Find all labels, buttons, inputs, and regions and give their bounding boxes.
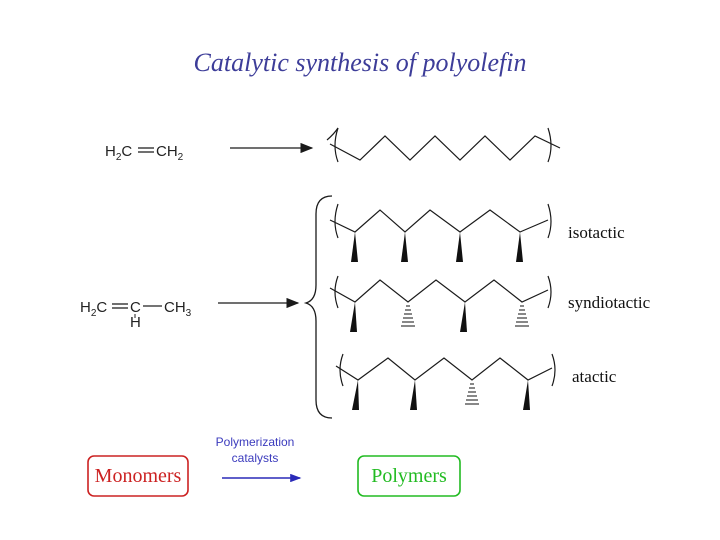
tacticity-brace xyxy=(303,195,333,419)
atactic-chain xyxy=(335,353,556,410)
syndiotactic-wedge-1 xyxy=(350,302,357,332)
syndiotactic-hash-bonds xyxy=(401,305,529,327)
atactic-hash-bond xyxy=(465,383,479,405)
polymers-box xyxy=(357,455,461,497)
polymers-label: Polymers xyxy=(371,465,447,487)
isotactic-wedge-3 xyxy=(456,232,463,262)
isotactic-wedge-2 xyxy=(401,232,408,262)
atactic-wedge-2 xyxy=(410,380,417,410)
svg-text:H2C: H2C xyxy=(80,299,107,319)
atactic-wedge-1 xyxy=(352,380,359,410)
monomers-box xyxy=(87,455,189,497)
isotactic-wedge-1 xyxy=(351,232,358,262)
propylene-left-h: H xyxy=(80,299,91,316)
label-isotactic: isotactic xyxy=(568,223,625,242)
monomers-label: Monomers xyxy=(95,465,182,487)
propylene-left-c: C xyxy=(96,299,107,316)
propylene-center-h: H xyxy=(130,314,141,331)
page-title: Catalytic synthesis of polyolefin xyxy=(193,48,527,77)
syndiotactic-wedge-2 xyxy=(460,302,467,332)
svg-text:CH3: CH3 xyxy=(164,299,192,319)
atactic-wedge-3 xyxy=(523,380,530,410)
isotactic-wedge-4 xyxy=(516,232,523,262)
ethylene-right-ch: CH xyxy=(156,143,178,160)
polyethylene-chain xyxy=(326,127,561,163)
propylene-left-sub: 2 xyxy=(91,308,97,319)
svg-text:H2C: H2C xyxy=(105,143,132,163)
ethylene-left-c: C xyxy=(121,143,132,160)
catalysts-caption-line2: catalysts xyxy=(232,451,279,465)
ethylene-formula: H2C CH2 xyxy=(105,143,184,163)
isotactic-chain xyxy=(329,203,552,262)
ethylene-left-sub: 2 xyxy=(116,152,122,163)
ethylene-left-h: H xyxy=(105,143,116,160)
propylene-formula: H2C C H CH3 xyxy=(80,299,192,331)
catalysts-caption-line1: Polymerization xyxy=(216,435,295,449)
syndiotactic-chain xyxy=(329,275,552,332)
propylene-right-ch: CH xyxy=(164,299,186,316)
propylene-right-sub: 3 xyxy=(186,308,192,319)
svg-text:CH2: CH2 xyxy=(156,143,184,163)
label-atactic: atactic xyxy=(572,367,617,386)
propylene-center-c: C xyxy=(130,299,141,316)
ethylene-right-sub: 2 xyxy=(178,152,184,163)
label-syndiotactic: syndiotactic xyxy=(568,293,651,312)
